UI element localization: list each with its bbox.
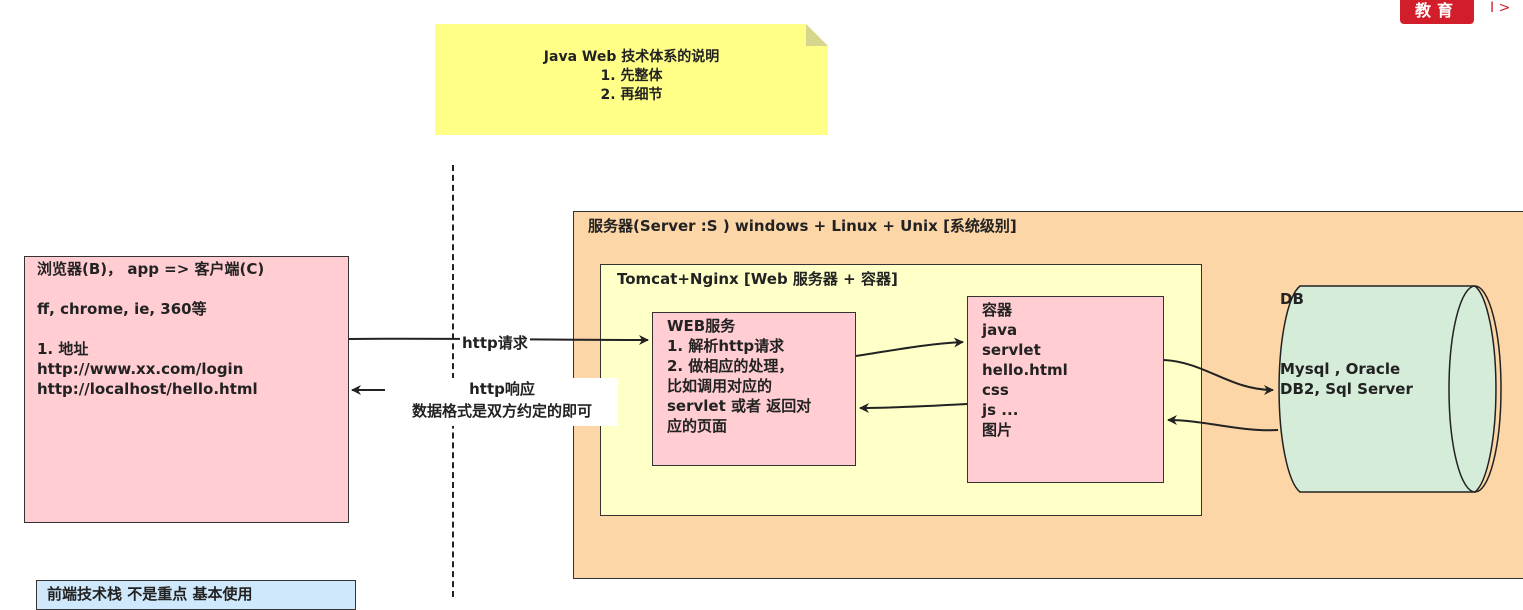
container-line: 图片 xyxy=(982,421,1013,439)
client-url-2: http://localhost/hello.html xyxy=(37,380,258,398)
container-line: css xyxy=(982,381,1009,399)
db-label: DB xyxy=(1280,290,1304,308)
container-line: js ... xyxy=(982,401,1019,419)
container-line: hello.html xyxy=(982,361,1068,379)
server-title: 服务器(Server :S ) windows + Linux + Unix [… xyxy=(588,217,1017,235)
note-step-1: 1. 先整体 xyxy=(600,68,663,84)
container-to-web-arrow xyxy=(859,402,968,413)
note-title: Java Web 技术体系的说明 xyxy=(543,49,720,65)
db-cylinder-cap xyxy=(1448,285,1502,493)
diagram-connectors xyxy=(348,285,1502,493)
container-line: 容器 xyxy=(982,301,1013,319)
response-label-line-2: 数据格式是双方约定的即可 xyxy=(411,402,592,420)
client-title: 浏览器(B)， app => 客户端(C) xyxy=(37,260,265,278)
note-step-2: 2. 再细节 xyxy=(600,87,663,103)
container-line: java xyxy=(982,321,1018,339)
client-address-label: 1. 地址 xyxy=(37,340,89,358)
db-to-container-arrow xyxy=(1167,415,1279,432)
brand-logo: 教育 xyxy=(1400,0,1474,24)
web-service-line: 1. 解析http请求 xyxy=(667,337,785,355)
client-box: 浏览器(B)， app => 客户端(C) ff, chrome, ie, 36… xyxy=(24,256,349,523)
web-service-line: 比如调用对应的 xyxy=(667,377,773,395)
db-line-1: Mysql , Oracle xyxy=(1280,360,1401,378)
web-to-container-arrow xyxy=(855,337,964,357)
title-note: Java Web 技术体系的说明 1. 先整体 2. 再细节 xyxy=(435,24,828,135)
request-label: http请求 xyxy=(460,332,530,353)
web-service-box: WEB服务 1. 解析http请求 2. 做相应的处理， 比如调用对应的 ser… xyxy=(652,312,856,466)
response-label-line-1: http响应 xyxy=(469,380,535,398)
response-label: http响应 数据格式是双方约定的即可 xyxy=(386,378,618,426)
db-products: Mysql , Oracle DB2, Sql Server xyxy=(1280,359,1413,399)
web-service-line: 应的页面 xyxy=(667,417,728,435)
container-line: servlet xyxy=(982,341,1041,359)
db-line-2: DB2, Sql Server xyxy=(1280,380,1413,398)
tomcat-title: Tomcat+Nginx [Web 服务器 + 容器] xyxy=(617,270,898,288)
brand-logo-extra: Ⅰ > xyxy=(1490,0,1511,16)
container-box: 容器 java servlet hello.html css js ... 图片 xyxy=(967,296,1164,483)
client-url-1: http://www.xx.com/login xyxy=(37,360,244,378)
client-list: ff, chrome, ie, 360等 xyxy=(37,300,207,318)
web-service-line: 2. 做相应的处理， xyxy=(667,357,794,375)
container-to-db-arrow xyxy=(1163,359,1274,395)
web-service-line: WEB服务 xyxy=(667,317,736,335)
web-service-line: servlet 或者 返回对 xyxy=(667,397,812,415)
